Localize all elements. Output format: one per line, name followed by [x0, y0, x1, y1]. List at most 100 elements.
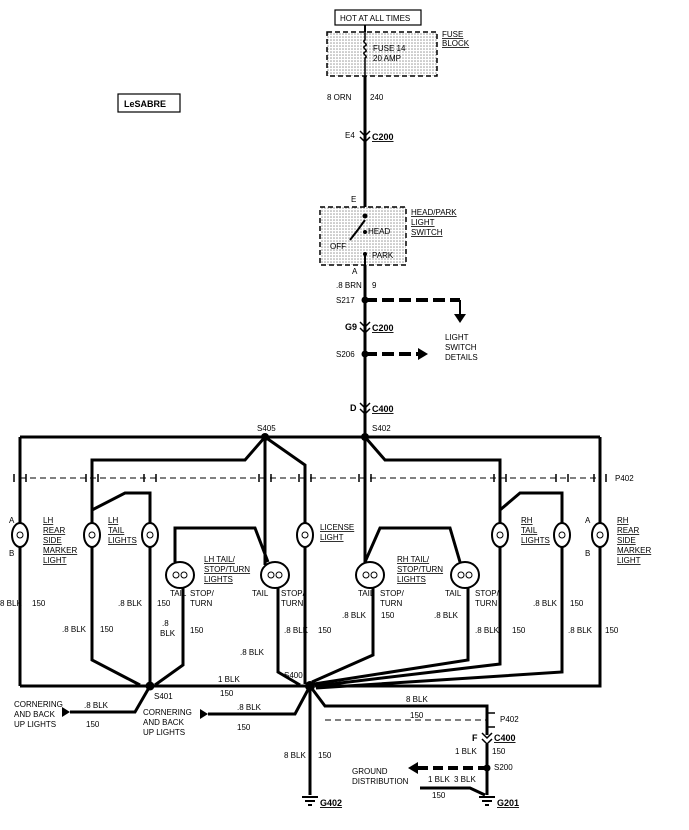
- rh-turn-label-1: TURN: [380, 599, 402, 608]
- e4-label: E4: [345, 131, 355, 140]
- wire-label-30: 8 BLK: [406, 695, 428, 704]
- hot-at-all-times-box: [334, 9, 422, 26]
- wire-label-20: .8 BLK: [568, 626, 593, 635]
- s405-label: S405: [257, 424, 276, 433]
- lh-tail-1: LH: [108, 516, 118, 525]
- wire-label-5: .8 BLK: [118, 599, 143, 608]
- license-1: LICENSE: [320, 523, 354, 532]
- cornering-left-1: CORNERING: [14, 700, 63, 709]
- rh-rsm-1: RH: [617, 516, 629, 525]
- c200-label: C200: [372, 132, 394, 142]
- lh-tail-stop-turn-lamp-2: [260, 561, 290, 589]
- rh-tail-1: RH: [521, 516, 533, 525]
- rh-tail-lamp-2: [553, 522, 571, 548]
- wire-label-6: 150: [157, 599, 171, 608]
- d-label: D: [350, 403, 357, 413]
- rh-tail-label-1: TAIL: [358, 589, 375, 598]
- wire-label-22: 1 BLK: [218, 675, 240, 684]
- lh-marker-b-label: B: [9, 549, 14, 558]
- wire-label-11: .8 BLK: [284, 626, 309, 635]
- lh-tst-3: LIGHTS: [204, 575, 233, 584]
- e-label: E: [351, 195, 356, 204]
- rh-turn-label-2: TURN: [475, 599, 497, 608]
- head-label: HEAD: [368, 227, 390, 236]
- c400b-connector: [481, 732, 493, 740]
- rh-tst-2: STOP/TURN: [397, 565, 443, 574]
- lh-tail-label-2: TAIL: [252, 589, 269, 598]
- lh-rsm-4: MARKER: [43, 546, 77, 555]
- lh-rear-side-marker-lamp: [11, 522, 29, 548]
- off-label: OFF: [330, 242, 346, 251]
- wire-label-16: .8 BLK: [475, 626, 500, 635]
- rh-stop-label-2: STOP/: [475, 589, 500, 598]
- lh-marker-a-label: A: [9, 516, 15, 525]
- wire-label-23: 150: [220, 689, 234, 698]
- s200-label: S200: [494, 763, 513, 772]
- lh-tst-1: LH TAIL/: [204, 555, 236, 564]
- a-label: A: [352, 267, 358, 276]
- lh-rsm-1: LH: [43, 516, 53, 525]
- cornering-left-3: UP LIGHTS: [14, 720, 56, 729]
- wire-label-9: 150: [190, 626, 204, 635]
- wire-label-2: 150: [32, 599, 46, 608]
- wire-label-32: 1 BLK: [455, 747, 477, 756]
- rh-rsm-3: SIDE: [617, 536, 636, 545]
- c200b-label: C200: [372, 323, 394, 333]
- ground-dist-2: DISTRIBUTION: [352, 777, 409, 786]
- ground-dist-arrow-icon: [408, 762, 418, 774]
- cornering-mid-arrow-icon: [200, 709, 208, 719]
- wire-label-15: .8 BLK: [434, 611, 459, 620]
- rh-tail-lamp-1: [491, 522, 509, 548]
- cornering-mid-3: UP LIGHTS: [143, 728, 185, 737]
- ls-label-1: LIGHT: [445, 333, 469, 342]
- wire-brn-label: .8 BRN: [336, 281, 362, 290]
- wire-240-label: 240: [370, 93, 384, 102]
- wire-9-label: 9: [372, 281, 377, 290]
- p402-label: P402: [615, 474, 634, 483]
- cornering-left-arrow-icon: [62, 707, 70, 717]
- wire-label-27: 150: [237, 723, 251, 732]
- rh-tail-3: LIGHTS: [521, 536, 550, 545]
- wire-orn-label: 8 ORN: [327, 93, 352, 102]
- fuse-block-label-2: BLOCK: [442, 39, 470, 48]
- lh-tst-2: STOP/TURN: [204, 565, 250, 574]
- lh-stop-label-2: STOP/: [281, 589, 306, 598]
- c400b-label: C400: [494, 733, 516, 743]
- rh-rsm-4: MARKER: [617, 546, 651, 555]
- hp-label-1: HEAD/PARK: [411, 208, 457, 217]
- arrow-right-icon: [418, 348, 428, 360]
- wire-label-34: 1 BLK: [428, 775, 450, 784]
- wire-label-17: 150: [512, 626, 526, 635]
- model-label: LeSABRE: [124, 99, 166, 109]
- wire-label-24: .8 BLK: [84, 701, 109, 710]
- park-label: PARK: [372, 251, 394, 260]
- rh-marker-b-label: B: [585, 549, 590, 558]
- g201-label: G201: [497, 798, 519, 808]
- cornering-mid-2: AND BACK: [143, 718, 185, 727]
- rh-tail-stop-turn-lamp-2: [450, 561, 480, 589]
- lh-rsm-2: REAR: [43, 526, 65, 535]
- wire-label-13: .8 BLK: [342, 611, 367, 620]
- fuse-rating: 20 AMP: [373, 54, 401, 63]
- rh-tst-1: RH TAIL/: [397, 555, 430, 564]
- lh-tail-stop-turn-lamp-1: [165, 561, 195, 589]
- s400-label: S400: [284, 671, 303, 680]
- fuse-block-label-1: FUSE: [442, 30, 463, 39]
- lh-turn-label-1: TURN: [190, 599, 212, 608]
- hot-label: HOT AT ALL TIMES: [340, 14, 410, 23]
- wire-label-36: 150: [432, 791, 446, 800]
- ls-label-2: SWITCH: [445, 343, 477, 352]
- lh-tail-label-1: TAIL: [170, 589, 187, 598]
- rh-tail-label-2: TAIL: [445, 589, 462, 598]
- wire-label-10: .8 BLK: [240, 648, 265, 657]
- rh-rear-side-marker-lamp: [591, 522, 609, 548]
- license-lamp: [296, 522, 314, 548]
- s402-label: S402: [372, 424, 391, 433]
- lh-turn-label-2: TURN: [281, 599, 303, 608]
- lh-tail-2: TAIL: [108, 526, 125, 535]
- c200-connector: [359, 130, 371, 138]
- lh-tail-3: LIGHTS: [108, 536, 137, 545]
- rh-tail-stop-turn-lamp-1: [355, 561, 385, 589]
- wire-label-18: .8 BLK: [533, 599, 558, 608]
